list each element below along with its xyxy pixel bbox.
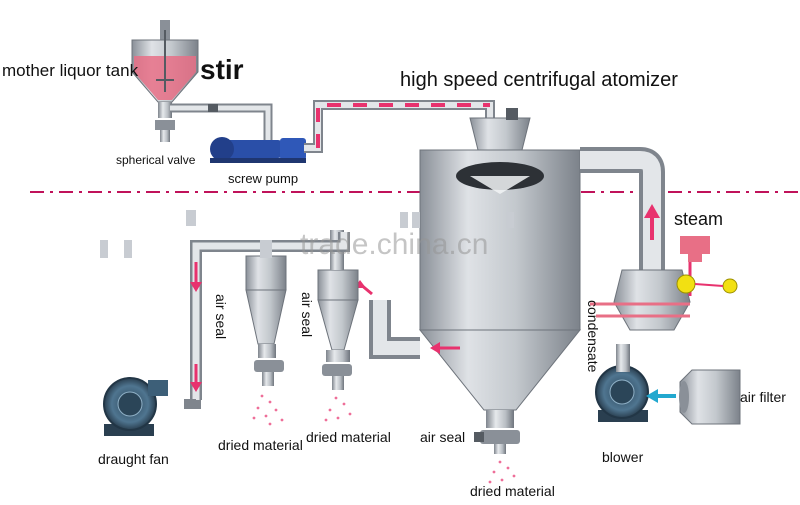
- hot-air-inlet-pipe: [580, 147, 665, 270]
- label-mother-liquor-tank: mother liquor tank: [2, 61, 139, 80]
- blower: [595, 344, 649, 422]
- watermark-text: trade.china.cn: [300, 228, 489, 261]
- dried-material-particles: [252, 394, 516, 484]
- air-filter: [679, 369, 741, 425]
- steam-heater: [590, 236, 738, 331]
- label-dried-material-3: dried material: [470, 483, 555, 499]
- pipe-stubs: [100, 212, 514, 258]
- cyclone-duct: [184, 210, 350, 409]
- mother-liquor-tank: [131, 20, 199, 142]
- label-dried-material-2: dried material: [306, 429, 391, 445]
- label-air-seal-1: air seal: [213, 294, 229, 340]
- label-blower: blower: [602, 449, 644, 465]
- label-stir: stir: [200, 54, 244, 85]
- screw-pump: [210, 137, 306, 163]
- label-air-seal-3: air seal: [420, 429, 466, 445]
- label-spherical-valve: spherical valve: [116, 153, 196, 167]
- feed-pipe: [170, 103, 273, 140]
- drying-tower: [418, 108, 582, 454]
- label-screw-pump: screw pump: [228, 171, 299, 186]
- label-air-filter: air filter: [740, 389, 786, 405]
- label-draught-fan: draught fan: [98, 451, 169, 467]
- label-air-seal-2: air seal: [299, 292, 315, 338]
- atomizer-feed-pipe: [304, 100, 495, 153]
- exhaust-pipe: [354, 280, 460, 359]
- draught-fan: [103, 377, 168, 436]
- label-atomizer: high speed centrifugal atomizer: [400, 69, 678, 91]
- spherical-valve-body: [155, 120, 175, 130]
- label-steam: steam: [674, 209, 724, 229]
- label-dried-material-1: dried material: [218, 437, 303, 453]
- label-condensate: condensate: [585, 300, 601, 373]
- cyclone-separator-1: [245, 255, 287, 386]
- air-flow-arrow: [646, 389, 676, 403]
